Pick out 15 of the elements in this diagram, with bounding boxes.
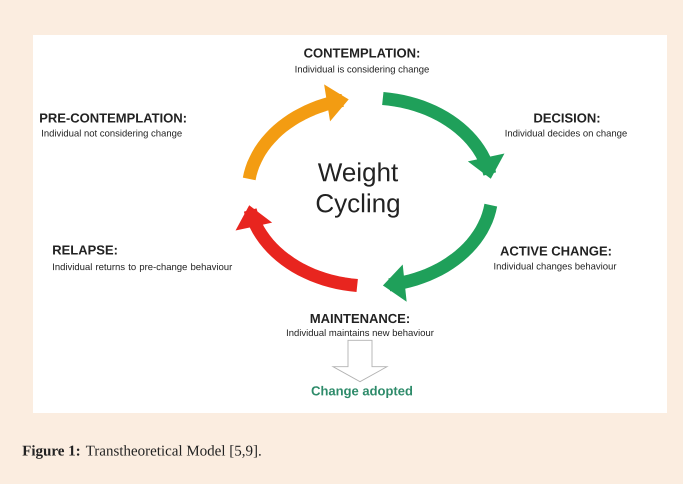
stage-description: Individual changes behaviour — [494, 262, 616, 272]
stage-heading: ACTIVE CHANGE: — [500, 246, 611, 256]
stage-description: Individual decides on change — [506, 130, 627, 138]
stage-description: Individual returns to pre-change behaviour — [53, 263, 232, 272]
stage-heading: PRE-CONTEMPLATION: — [40, 113, 186, 123]
stage-heading: RELAPSE: — [53, 245, 117, 255]
outcome-label: Change adopted — [312, 386, 412, 398]
stage-description: Individual is considering change — [296, 66, 429, 74]
stage-heading: DECISION: — [534, 113, 600, 123]
hollow-arrow — [331, 340, 389, 382]
center-title: Weight Cycling — [316, 162, 399, 218]
stage-heading: CONTEMPLATION: — [304, 48, 420, 58]
figure-caption: Figure 1: Transtheoretical Model [5,9]. — [22, 445, 261, 459]
stage-label: MAINTENANCE: Individual maintains new behaviour — [286, 314, 434, 336]
stage-description: Individual not considering change — [42, 130, 182, 138]
